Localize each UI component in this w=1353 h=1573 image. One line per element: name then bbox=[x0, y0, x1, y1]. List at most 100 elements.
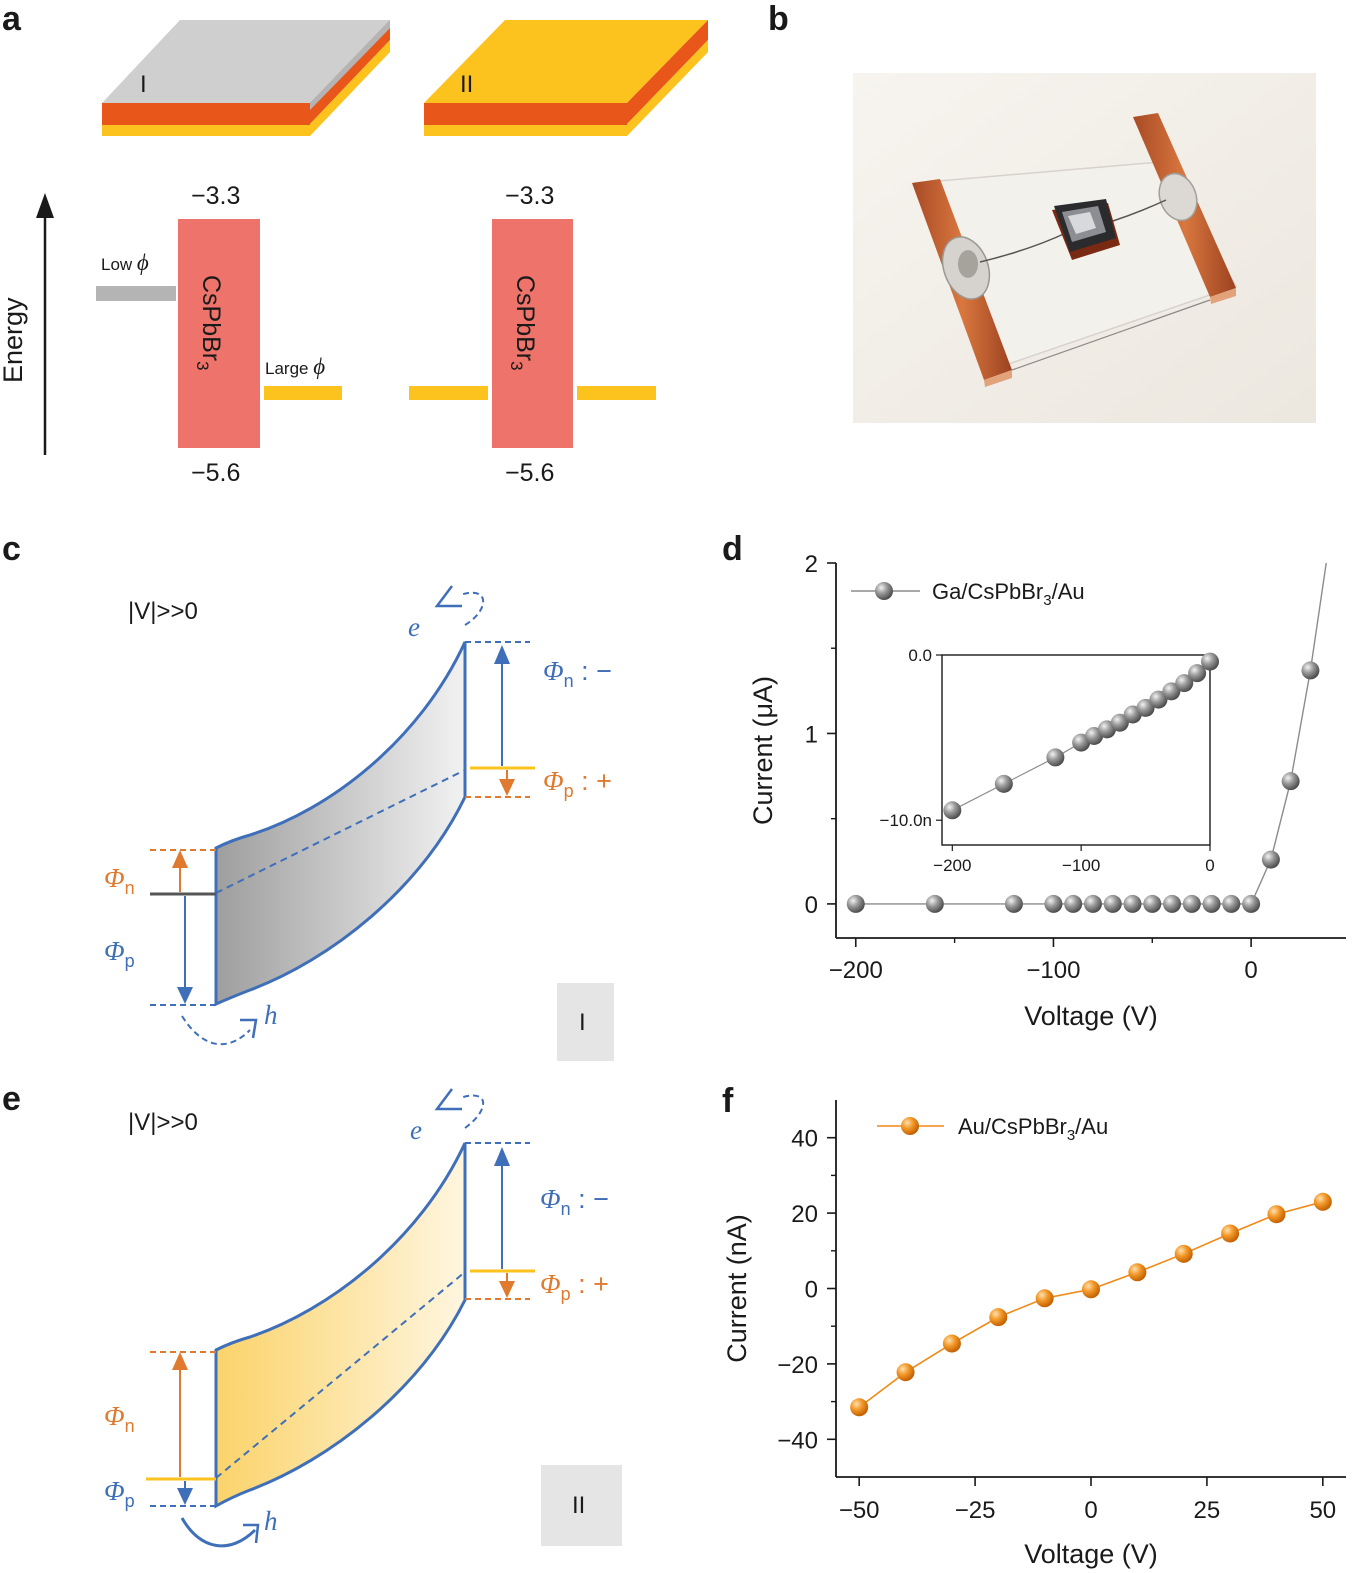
cspbbr3-band-right bbox=[492, 219, 573, 448]
legend-label-d: Ga/CsPbBr3/Au bbox=[932, 579, 1085, 609]
y-tick-label-d: 2 bbox=[805, 551, 818, 578]
panel-label-e: e bbox=[2, 1080, 21, 1118]
panel-label-c: c bbox=[2, 530, 21, 568]
inset-point-d bbox=[943, 801, 962, 820]
data-point-f bbox=[1128, 1263, 1147, 1282]
y-axis-label-d: Current (μA) bbox=[748, 676, 778, 825]
data-point-d bbox=[1064, 894, 1083, 913]
inset-point-d bbox=[1175, 674, 1194, 693]
inset-point-d bbox=[1149, 690, 1168, 709]
y-tick-label-d: 1 bbox=[805, 721, 818, 748]
data-point-d bbox=[1182, 894, 1201, 913]
y-tick-label-f: 40 bbox=[791, 1126, 818, 1153]
hole-label-e: h bbox=[264, 1506, 278, 1536]
data-point-f bbox=[989, 1308, 1008, 1327]
device-I-slab: I bbox=[102, 20, 390, 136]
large-work-function-level bbox=[264, 386, 342, 400]
data-point-d bbox=[1242, 894, 1261, 913]
low-phi-label: Low ϕ bbox=[101, 250, 149, 275]
hole-path-c bbox=[181, 1015, 251, 1046]
phi-p-plus-label-c: Φp : + bbox=[543, 766, 612, 801]
data-point-d bbox=[1004, 894, 1023, 913]
inset-point-d bbox=[1162, 682, 1181, 701]
data-point-d bbox=[1163, 894, 1182, 913]
hole-path-e bbox=[180, 1517, 257, 1548]
x-tick-label-d: 0 bbox=[1244, 957, 1257, 984]
device-tag-II bbox=[541, 1465, 622, 1546]
inset-point-d bbox=[1201, 652, 1219, 671]
data-point-d bbox=[1222, 894, 1241, 913]
x-tick-label-f: −25 bbox=[955, 1497, 996, 1524]
panel-label-f: f bbox=[722, 1082, 734, 1120]
electron-label-e: e bbox=[410, 1115, 422, 1145]
phi-n-minus-label-c: Φn : − bbox=[543, 656, 612, 691]
panel-label-d: d bbox=[722, 530, 743, 568]
inset-point-d bbox=[1188, 664, 1207, 683]
y-tick-label-f: 20 bbox=[791, 1201, 818, 1228]
large-phi-label: Large ϕ bbox=[265, 354, 325, 379]
data-point-d bbox=[1261, 850, 1280, 869]
panel-label-b: b bbox=[768, 0, 789, 38]
inset-point-d bbox=[1136, 698, 1155, 717]
legend-marker-d bbox=[875, 582, 893, 600]
data-point-f bbox=[1082, 1280, 1100, 1299]
device-tag-II-text: II bbox=[572, 1492, 585, 1519]
y-tick-label-f: 0 bbox=[805, 1277, 818, 1304]
x-tick-label-f: 25 bbox=[1194, 1497, 1221, 1524]
panel-b: b bbox=[768, 0, 1316, 423]
bias-condition-c: |V|>>0 bbox=[128, 598, 198, 625]
vb-energy-left: −5.6 bbox=[191, 459, 240, 487]
data-point-f bbox=[850, 1398, 869, 1417]
electron-label-c: e bbox=[408, 612, 420, 642]
material-label-left: CsPbBr3 bbox=[193, 275, 225, 371]
energy-axis-arrowhead bbox=[36, 193, 54, 218]
data-point-d bbox=[925, 894, 944, 913]
inset-x-tick-label-d: −200 bbox=[933, 856, 971, 875]
band-region-c bbox=[216, 642, 465, 1004]
x-tick-label-d: −100 bbox=[1026, 957, 1080, 984]
inset-point-d bbox=[1110, 713, 1129, 732]
inset-y-tick-label-d: 0.0 bbox=[908, 646, 932, 665]
data-point-d bbox=[1202, 894, 1221, 913]
data-point-f bbox=[896, 1363, 915, 1382]
material-label-right: CsPbBr3 bbox=[507, 275, 539, 371]
inset-y-tick-label-d: −10.0n bbox=[880, 811, 932, 830]
inset-x-tick-label-d: −100 bbox=[1062, 856, 1100, 875]
fermi-level-c bbox=[215, 769, 466, 894]
legend-marker-f bbox=[901, 1117, 919, 1135]
legend-label-f: Au/CsPbBr3/Au bbox=[958, 1114, 1108, 1144]
panel-a: a I II Energy −3.3 −5.6 CsPbBr3 bbox=[0, 0, 708, 487]
series-line-f bbox=[858, 1201, 1324, 1408]
x-axis-label-d: Voltage (V) bbox=[1024, 1001, 1158, 1031]
x-tick-label-f: 0 bbox=[1084, 1497, 1097, 1524]
y-tick-label-d: 0 bbox=[805, 892, 818, 919]
phi-n-minus-label-e: Φn : − bbox=[540, 1184, 609, 1219]
device-tag-I-text: I bbox=[579, 1009, 586, 1036]
phi-p-label-e: Φp bbox=[104, 1476, 135, 1511]
data-point-d bbox=[1083, 894, 1102, 913]
inset-point-d bbox=[994, 774, 1013, 793]
panel-label-a: a bbox=[2, 0, 22, 38]
x-tick-label-d: −200 bbox=[829, 957, 883, 984]
data-point-f bbox=[942, 1334, 961, 1353]
y-tick-label-f: −40 bbox=[777, 1427, 818, 1454]
device-tag-I bbox=[557, 983, 614, 1061]
phi-p-label-c: Φp bbox=[104, 936, 135, 971]
gold-level-right bbox=[577, 386, 656, 400]
data-point-d bbox=[1123, 894, 1142, 913]
phi-n-label-e: Φn bbox=[104, 1401, 135, 1436]
vb-energy-right: −5.6 bbox=[505, 459, 554, 487]
data-point-f bbox=[1221, 1224, 1240, 1243]
electron-path-e bbox=[459, 1094, 485, 1129]
y-tick-label-f: −20 bbox=[777, 1352, 818, 1379]
cb-energy-left: −3.3 bbox=[191, 182, 240, 210]
device-II-slab: II bbox=[424, 20, 708, 136]
device-photo bbox=[853, 73, 1316, 423]
low-work-function-level bbox=[96, 286, 176, 301]
data-point-f bbox=[1267, 1205, 1286, 1224]
data-point-d bbox=[1281, 772, 1300, 791]
